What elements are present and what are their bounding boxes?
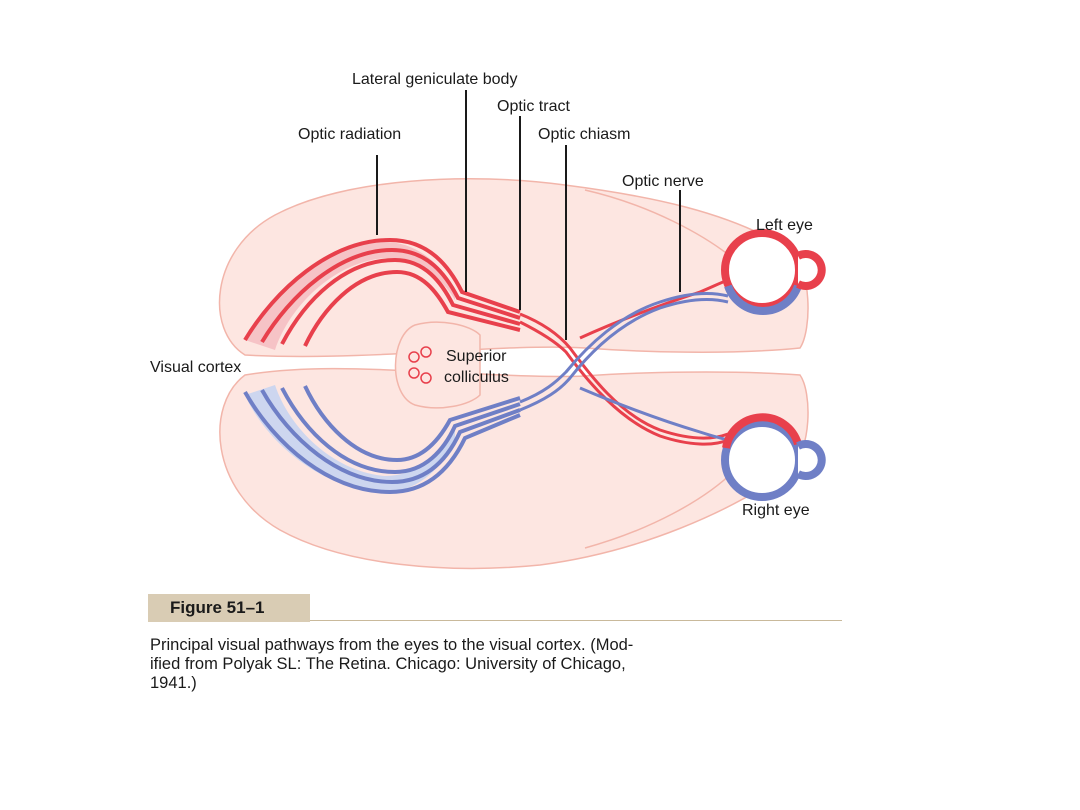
figure-divider: [310, 620, 842, 621]
caption-line: 1941.): [150, 674, 197, 692]
label-right-eye: Right eye: [742, 502, 810, 519]
left-eye: [721, 229, 826, 315]
midbrain-outline: [394, 321, 481, 409]
label-lateral-geniculate-body: Lateral geniculate body: [352, 71, 517, 88]
label-superior: Superior: [446, 348, 507, 365]
label-optic-chiasm: Optic chiasm: [538, 126, 630, 143]
temporal-lobe-lower: [584, 469, 736, 549]
label-optic-nerve: Optic nerve: [622, 173, 704, 190]
caption-line: Principal visual pathways from the eyes …: [150, 636, 634, 654]
brain-outline: [218, 178, 809, 570]
temporal-lobe-upper: [584, 189, 736, 261]
label-left-eye: Left eye: [756, 217, 813, 234]
right-eye: [721, 413, 826, 501]
blue-optic-radiation: [243, 385, 521, 495]
visual-pathways-diagram: Lateral geniculate body Optic tract Opti…: [150, 71, 826, 570]
caption-line: ified from Polyak SL: The Retina. Chicag…: [150, 655, 626, 673]
label-optic-tract: Optic tract: [497, 98, 570, 115]
red-optic-radiation: [243, 237, 521, 347]
figure-number: Figure 51–1: [170, 598, 265, 617]
label-colliculus: colliculus: [444, 369, 509, 386]
label-visual-cortex: Visual cortex: [150, 359, 241, 376]
superior-colliculus-circles: [408, 346, 432, 384]
label-optic-radiation: Optic radiation: [298, 126, 401, 143]
leader-lines: [376, 90, 681, 340]
figure-caption: Principal visual pathways from the eyes …: [150, 636, 850, 693]
optic-tract-blue: [519, 292, 729, 442]
figure-number-tab: Figure 51–1: [148, 594, 310, 622]
